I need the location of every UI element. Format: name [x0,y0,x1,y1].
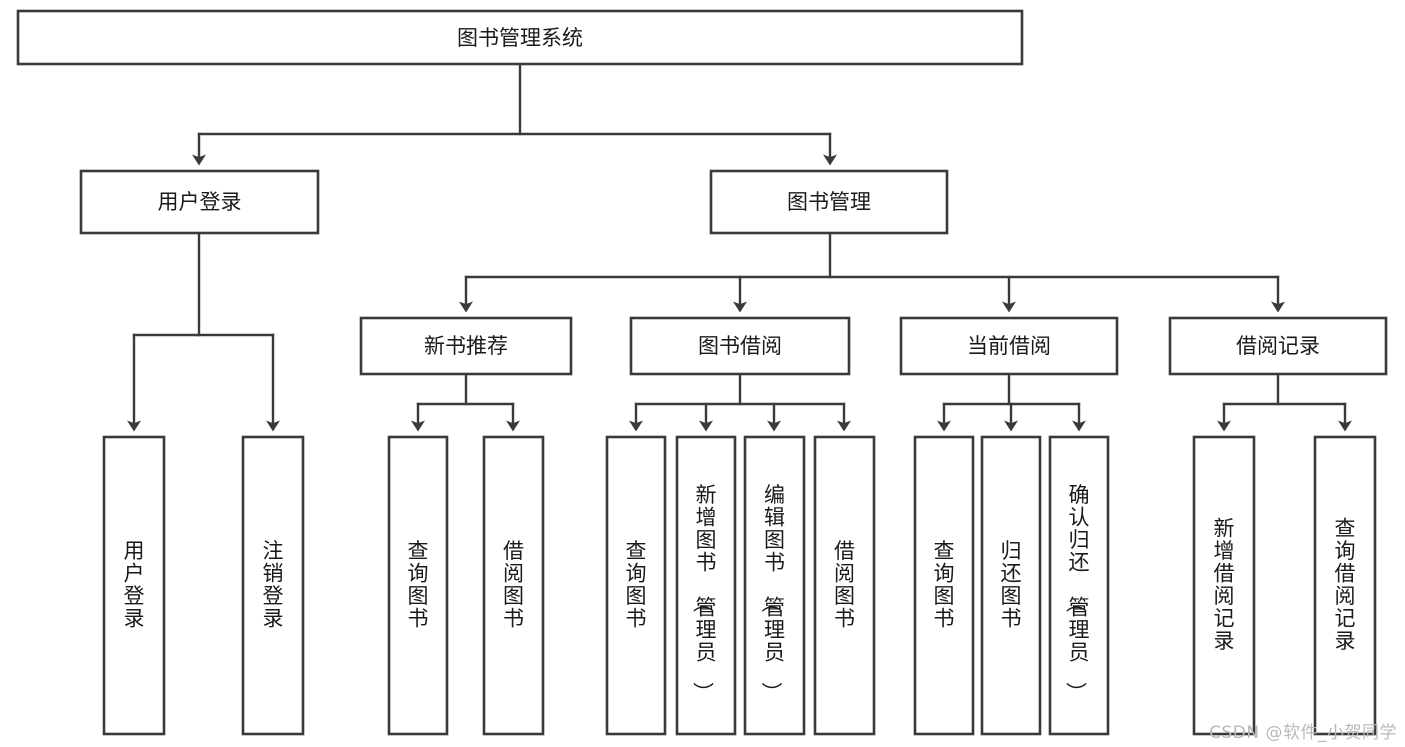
node-user-login-box[interactable] [79,169,320,235]
leaf-node[interactable]: 新增图书（管理员） [675,435,737,736]
leaf-node[interactable]: 查询图书 [387,435,449,736]
node-new-book-rec-label: 新书推荐 [424,334,508,358]
node-user-login-label: 用户登录 [158,190,242,214]
leaf-node[interactable]: 新增借阅记录 [1192,435,1256,736]
node-user-login[interactable]: 用户登录 [79,169,320,235]
leaf-node-box[interactable] [813,435,876,736]
leaf-node[interactable]: 用户登录 [102,435,166,736]
leaf-node-label: 查询图书 [934,539,955,631]
leaf-node[interactable]: 借阅图书 [482,435,545,736]
node-root-box[interactable] [16,9,1024,66]
leaf-node-label: 编辑图书（管理员） [759,483,785,703]
leaf-node-box[interactable] [387,435,449,736]
leaf-node-label: 用户登录 [124,539,145,631]
node-layer: 图书管理系统 用户登录 图书管理 新书推荐 图书借阅 [16,9,1388,736]
node-root-label: 图书管理系统 [457,26,583,50]
leaf-node-label: 注销登录 [263,539,284,631]
leaf-node[interactable]: 查询图书 [605,435,667,736]
node-borrow-record-label: 借阅记录 [1236,334,1320,358]
leaf-node-label: 新增图书（管理员） [691,483,717,703]
node-root[interactable]: 图书管理系统 [16,9,1024,66]
node-new-book-rec[interactable]: 新书推荐 [359,316,573,376]
node-borrow-record-box[interactable] [1168,316,1388,376]
leaf-node-label: 归还图书 [1001,539,1022,631]
leaf-node-label: 查询借阅记录 [1335,517,1356,654]
node-current-borrow-box[interactable] [899,316,1119,376]
leaf-node-box[interactable] [913,435,975,736]
leaf-node-box[interactable] [605,435,667,736]
leaf-node-box[interactable] [482,435,545,736]
node-current-borrow[interactable]: 当前借阅 [899,316,1119,376]
leaf-node-group: 用户登录 注销登录 查询图书 借阅图书 查询图书 新增图书（管理员） 编辑图书（管理员） 借阅… [102,435,1377,736]
node-current-borrow-label: 当前借阅 [967,334,1051,358]
node-book-borrow-box[interactable] [629,316,851,376]
leaf-node-label: 借阅图书 [503,539,524,631]
leaf-node[interactable]: 确认归还（管理员） [1048,435,1110,736]
leaf-node[interactable]: 查询借阅记录 [1313,435,1377,736]
leaf-node-label: 借阅图书 [834,539,855,631]
leaf-node-box[interactable] [1313,435,1377,736]
node-book-borrow[interactable]: 图书借阅 [629,316,851,376]
leaf-node[interactable]: 注销登录 [241,435,305,736]
leaf-node[interactable]: 借阅图书 [813,435,876,736]
leaf-node-label: 查询图书 [626,539,647,631]
connector-layer [127,62,1352,432]
node-book-manage-box[interactable] [709,169,949,235]
leaf-node-label: 新增借阅记录 [1214,517,1235,654]
leaf-node-box[interactable] [980,435,1042,736]
leaf-node-box[interactable] [743,435,806,736]
node-book-borrow-label: 图书借阅 [698,334,782,358]
leaf-node-box[interactable] [1192,435,1256,736]
leaf-node-box[interactable] [1048,435,1110,736]
node-book-manage[interactable]: 图书管理 [709,169,949,235]
node-new-book-rec-box[interactable] [359,316,573,376]
leaf-node-label: 查询图书 [408,539,429,631]
node-book-manage-label: 图书管理 [787,190,871,214]
leaf-node[interactable]: 编辑图书（管理员） [743,435,806,736]
leaf-node-box[interactable] [241,435,305,736]
leaf-node[interactable]: 归还图书 [980,435,1042,736]
node-borrow-record[interactable]: 借阅记录 [1168,316,1388,376]
leaf-node-box[interactable] [675,435,737,736]
leaf-node-box[interactable] [102,435,166,736]
leaf-node-label: 确认归还（管理员） [1064,483,1090,703]
leaf-node[interactable]: 查询图书 [913,435,975,736]
